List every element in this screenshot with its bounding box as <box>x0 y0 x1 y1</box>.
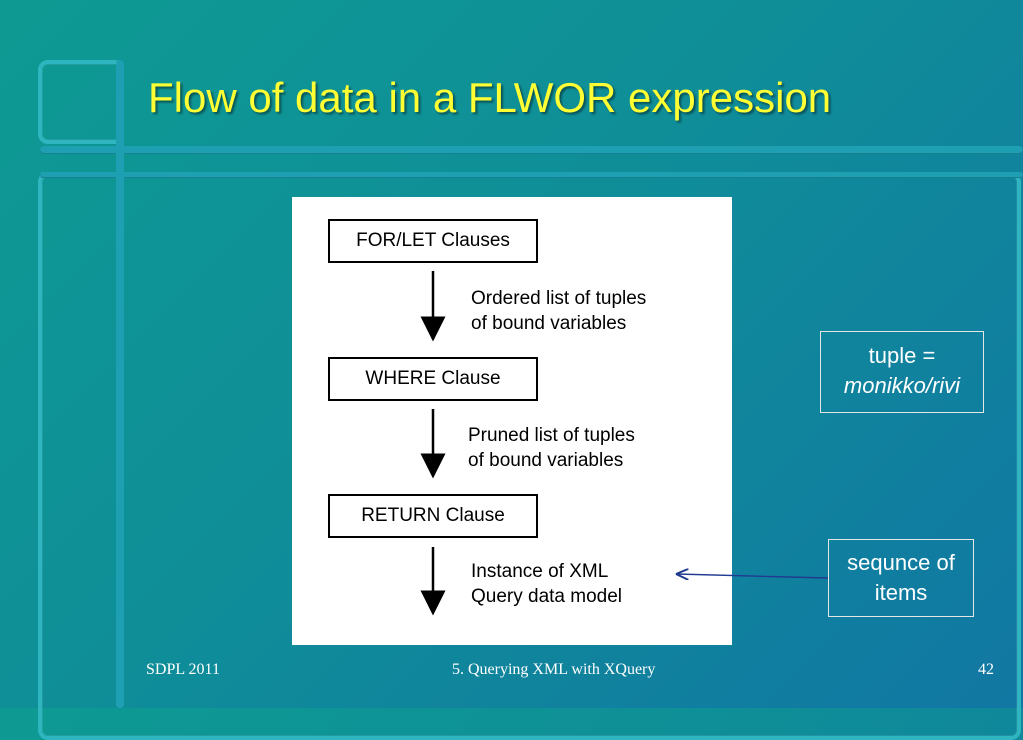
content-top-bar <box>40 172 1023 178</box>
slide-title: Flow of data in a FLWOR expression <box>148 74 832 121</box>
flow-arrows <box>420 271 446 616</box>
title-underline-bar <box>40 146 1023 154</box>
footer-left: SDPL 2011 <box>146 661 220 678</box>
flow-label-2-line2: of bound variables <box>468 450 624 471</box>
flwor-diagram: FOR/LET Clauses WHERE Clause RETURN Clau… <box>292 197 732 645</box>
tuple-note: tuple = monikko/rivi <box>820 331 984 413</box>
flow-label-2: Pruned list of tuples of bound variables <box>468 423 635 473</box>
footer-center: 5. Querying XML with XQuery <box>452 661 656 678</box>
where-clause-box: WHERE Clause <box>328 357 538 401</box>
page-number: 42 <box>978 661 994 678</box>
flow-label-3: Instance of XML Query data model <box>471 559 622 609</box>
connector-arrow <box>676 574 829 578</box>
flow-label-1: Ordered list of tuples of bound variable… <box>471 286 646 336</box>
return-clause-box: RETURN Clause <box>328 494 538 538</box>
sequence-note-line2: items <box>874 580 928 605</box>
sequence-note: sequnce of items <box>828 539 974 617</box>
flow-label-3-line1: Instance of XML <box>471 561 609 582</box>
for-let-clause-box: FOR/LET Clauses <box>328 219 538 263</box>
sequence-note-line1: sequnce of <box>847 550 955 575</box>
flow-label-1-line2: of bound variables <box>471 313 627 334</box>
connector-overlay <box>0 0 829 708</box>
flow-label-2-line1: Pruned list of tuples <box>468 425 635 446</box>
flow-label-1-line1: Ordered list of tuples <box>471 288 647 309</box>
flow-label-3-line2: Query data model <box>471 586 623 607</box>
tuple-note-line2: monikko/rivi <box>843 373 961 398</box>
vertical-bar <box>116 60 124 708</box>
tuple-note-line1: tuple = <box>868 343 936 368</box>
